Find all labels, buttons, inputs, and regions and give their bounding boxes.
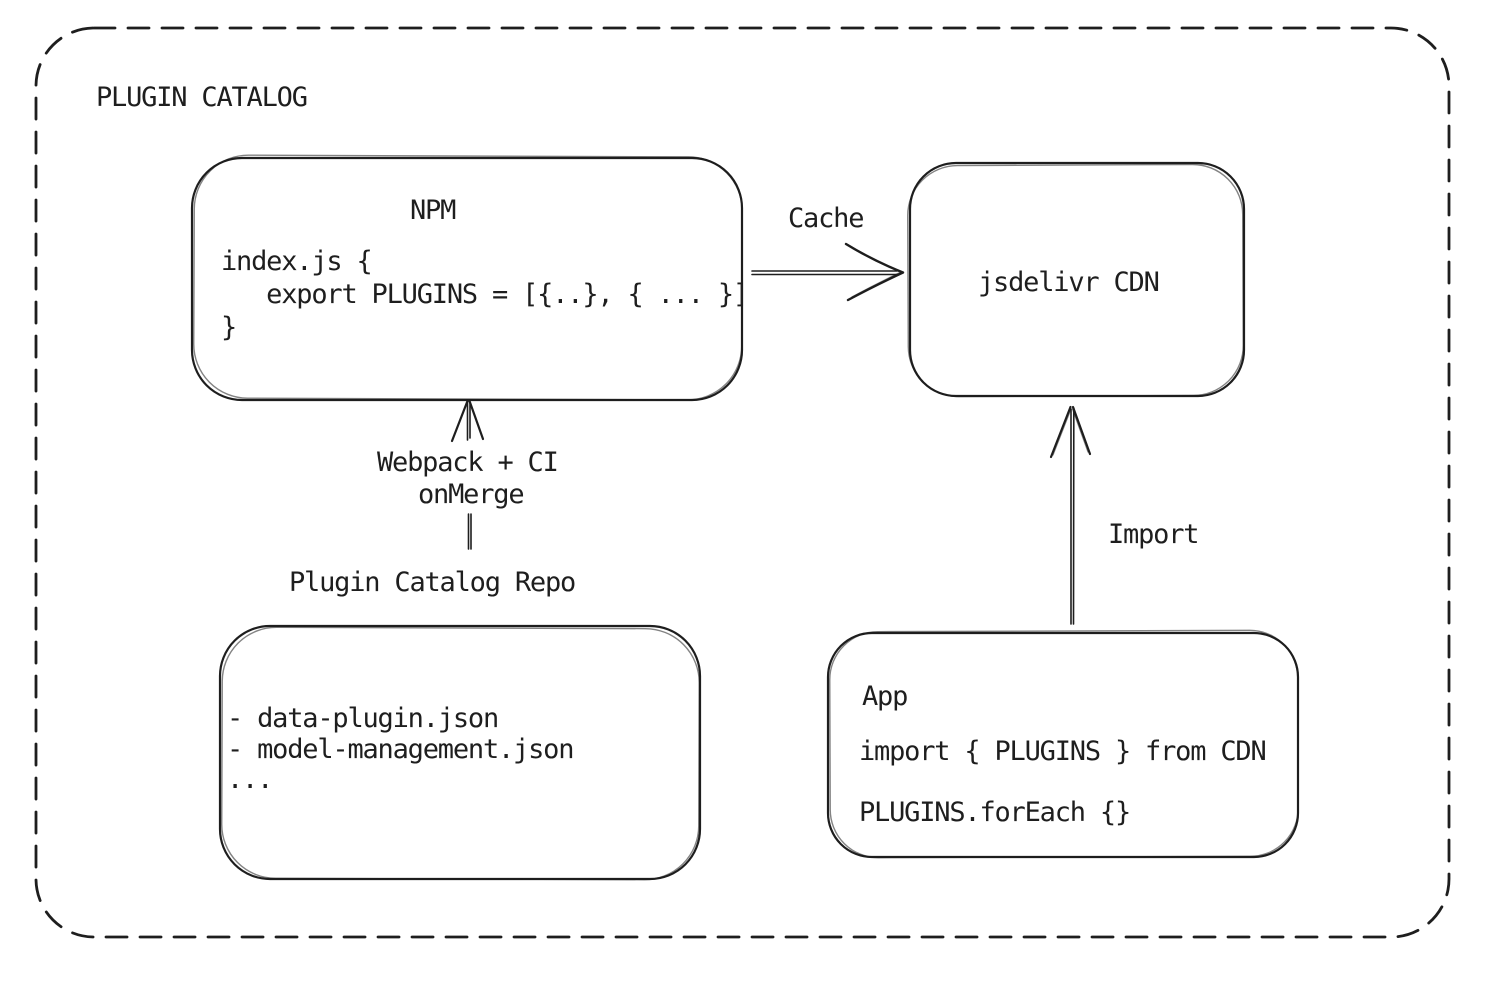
npm-node-overdraw xyxy=(193,154,743,401)
import-arrow xyxy=(1049,405,1092,625)
build-arrow-shaft-bottom xyxy=(467,513,472,550)
cache-arrow xyxy=(751,242,905,302)
app-node-overdraw xyxy=(829,629,1299,859)
build-edge-label-line1: Webpack + CI xyxy=(377,447,559,478)
cache-arrow-head xyxy=(844,242,905,302)
cache-edge-label: Cache xyxy=(788,203,864,234)
app-node xyxy=(826,629,1300,859)
import-arrow-shaft xyxy=(1070,407,1075,625)
plugin-catalog-group-border xyxy=(34,26,1451,939)
import-arrow-head xyxy=(1049,405,1092,459)
app-node-label: App xyxy=(862,681,908,712)
import-edge-label: Import xyxy=(1108,519,1200,550)
npm-node-code: index.js { export PLUGINS = [{..}, { ...… xyxy=(221,246,749,343)
npm-node xyxy=(190,154,744,402)
repo-node-files: - data-plugin.json - model-management.js… xyxy=(227,703,574,795)
repo-node xyxy=(218,624,702,881)
app-node-code: import { PLUGINS } from CDN PLUGINS.forE… xyxy=(859,736,1267,828)
cache-arrow-head-overdraw xyxy=(849,245,902,298)
repo-node-overdraw xyxy=(221,626,700,881)
cdn-node xyxy=(907,161,1246,398)
diagram-title: PLUGIN CATALOG xyxy=(96,82,308,113)
cdn-node-overdraw xyxy=(907,163,1244,398)
import-arrow-head-overdraw xyxy=(1052,408,1089,456)
build-edge-label-line2: onMerge xyxy=(418,479,525,510)
build-arrow xyxy=(450,399,485,550)
npm-node-label: NPM xyxy=(410,195,456,226)
cdn-node-label: jsdelivr CDN xyxy=(978,267,1160,298)
build-arrow-head xyxy=(450,399,485,443)
cache-arrow-shaft xyxy=(751,270,899,276)
build-arrow-shaft-top xyxy=(466,400,471,441)
repo-node-title: Plugin Catalog Repo xyxy=(289,567,576,598)
